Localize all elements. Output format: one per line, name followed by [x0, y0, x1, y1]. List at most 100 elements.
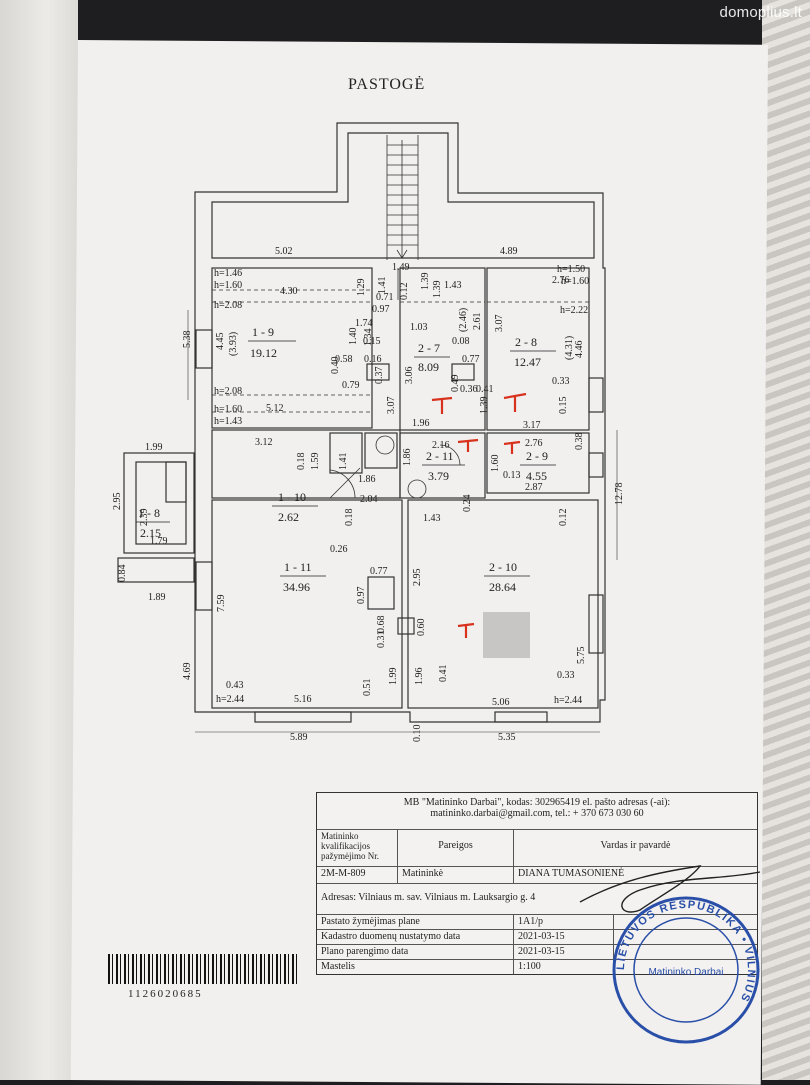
dimension-label: 4.30: [280, 286, 298, 297]
room-area: 19.12: [250, 346, 277, 360]
room-labels: 1 - 9 19.12 2 - 7 8.09 2 - 8 12.47 1 - 1…: [136, 325, 556, 594]
dimension-label: 2.61: [472, 313, 483, 331]
plan-title: PASTOGĖ: [348, 76, 426, 93]
dimension-label: 0.38: [574, 433, 585, 451]
dimension-label: h=1.60: [214, 280, 242, 291]
chimney-1: [366, 363, 390, 381]
dimension-label: 0.68: [376, 616, 387, 634]
window-bottom-right: [494, 711, 548, 723]
dimension-label: 1.86: [358, 474, 376, 485]
dimension-label: 1.39: [420, 273, 431, 291]
room-area: 2.15: [140, 526, 161, 540]
row-label: Kadastro duomenų nustatymo data: [321, 931, 461, 942]
title-block: MB "Matininko Darbai", kodas: 302965419 …: [316, 792, 758, 975]
room-id: 2 - 11: [426, 449, 454, 463]
dimension-label: 2.39: [139, 509, 150, 527]
row-label: Plano parengimo data: [321, 946, 409, 957]
room-id: 1 - 9: [252, 325, 274, 339]
dimension-label: h=2.22: [560, 305, 588, 316]
dimension-label: 0.60: [416, 619, 427, 637]
row-value: 1A1/p: [513, 915, 613, 929]
stair-lower: [165, 461, 187, 503]
row-value: 2021-03-15: [513, 930, 613, 944]
header-cert: Matininko kvalifikacijos pažymėjimo Nr.: [321, 831, 379, 861]
room-id: 2 - 8: [515, 335, 537, 349]
dimension-label: 1.89: [148, 592, 166, 603]
barcode-number: 1126020685: [128, 988, 203, 1000]
dimension-label: 4.69: [182, 663, 193, 681]
dimension-label: h=1.46: [214, 268, 242, 279]
surveyor-name: DIANA TUMASONIENĖ: [513, 867, 757, 883]
doors: [329, 435, 461, 499]
header-name: Vardas ir pavardė: [513, 830, 757, 866]
room-area: 4.55: [526, 469, 547, 483]
row-label: Mastelis: [321, 961, 355, 972]
dimension-label: h=2.08: [214, 386, 242, 397]
dimension-label: 1.43: [423, 513, 441, 524]
row-value: 1:100: [513, 960, 613, 974]
dimension-label: 12.78: [614, 483, 625, 506]
dimension-label: 2.95: [112, 493, 123, 511]
dimension-labels: 5.02 4.89 1.49 h=1.46 h=1.60 4.30 h=2.08…: [112, 246, 625, 743]
room-1-8-inner: [135, 461, 187, 545]
window-left-mid: [195, 561, 213, 611]
window-left-top: [195, 329, 213, 369]
dimension-label: 4.89: [500, 246, 518, 257]
dimension-label: 0.79: [342, 380, 360, 391]
room-id: 1 - 8: [138, 506, 160, 520]
dimension-label: 3.07: [494, 315, 505, 333]
dimension-label: 1.49: [392, 262, 410, 273]
shaft-box: [397, 617, 415, 635]
chimney-2: [451, 363, 475, 381]
dimension-label: h=1.43: [214, 416, 242, 427]
dimension-label: 1.29: [356, 279, 367, 297]
dimension-label: 1.74: [355, 318, 373, 329]
dimension-label: (3.93): [228, 332, 239, 356]
cert-number: 2M-M-809: [321, 868, 366, 879]
dimension-label: 1.99: [388, 668, 399, 686]
dimension-label: 0.33: [552, 376, 570, 387]
dimension-label: 0.13: [503, 470, 521, 481]
dimension-label: 2.95: [412, 569, 423, 587]
window-bottom-left: [254, 711, 352, 723]
dimension-label: 0.33: [557, 670, 575, 681]
dimension-label: 1.86: [402, 449, 413, 467]
dimension-label: 1.96: [414, 668, 425, 686]
role-value: Matininkė: [397, 867, 513, 883]
dimension-label: 2.16: [432, 440, 450, 451]
dimension-label: 0.71: [376, 292, 394, 303]
room-area: 3.79: [428, 469, 449, 483]
dimension-label: 0.18: [296, 453, 307, 471]
room-1-8-box: [123, 452, 195, 554]
dimension-label: 1.03: [410, 322, 428, 333]
dimension-label: (4.31): [564, 336, 575, 360]
room-id: 1 - 10: [278, 490, 306, 504]
room-id: 1 - 11: [284, 560, 312, 574]
company-line-1: MB "Matininko Darbai", kodas: 302965419 …: [403, 797, 671, 808]
dimension-label: 5.06: [492, 697, 510, 708]
dimension-label: 1.34: [363, 329, 374, 347]
room-area: 34.96: [283, 580, 310, 594]
dimension-label: 0.37: [374, 367, 385, 385]
attic-right-room: [486, 267, 590, 431]
room-area: 8.09: [418, 360, 439, 374]
dimension-label: 5.38: [182, 331, 193, 349]
dimension-label: 0.97: [372, 304, 390, 315]
dimension-label: 0.77: [370, 566, 388, 577]
dimension-label: 0.43: [226, 680, 244, 691]
dimension-label: 0.26: [330, 544, 348, 555]
dimension-label: 4.45: [215, 333, 226, 351]
window-right-mid: [588, 452, 604, 478]
redacted-area: [483, 612, 530, 658]
room-area: 12.47: [514, 355, 541, 369]
marker-marks: [431, 392, 527, 638]
dimension-label: h=1.60: [561, 276, 589, 287]
dimension-label: h=1.50: [557, 264, 585, 275]
room-2-10: [407, 499, 599, 709]
dimension-label: 0.84: [117, 565, 128, 583]
dimension-lines: [187, 257, 618, 733]
dimension-label: 2.76: [525, 438, 543, 449]
dimension-label: 0.49: [450, 375, 461, 393]
dimension-label: 1.39: [432, 281, 443, 299]
